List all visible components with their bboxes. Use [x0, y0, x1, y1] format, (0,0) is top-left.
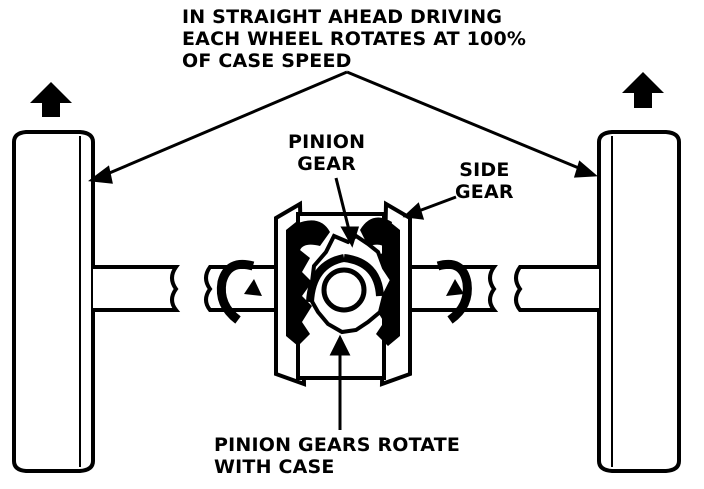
- right-wheel: [597, 130, 681, 473]
- right-forward-arrow: [622, 72, 664, 108]
- left-forward-arrow: [30, 82, 72, 117]
- right-axle-shaft: [410, 265, 599, 312]
- left-shaft-rotation-arrow: [216, 259, 262, 324]
- pinion-gear-label: PINION GEAR: [288, 131, 365, 175]
- side-gear-label-line-1: SIDE: [459, 159, 510, 181]
- caption-line-1: IN STRAIGHT AHEAD DRIVING: [182, 6, 503, 28]
- pinion-rotation-caption-line-2: WITH CASE: [214, 456, 335, 478]
- caption-line-2: EACH WHEEL ROTATES AT 100%: [182, 28, 527, 50]
- right-shaft-rotation-arrow: [436, 259, 472, 324]
- pinion-rotation-caption-line-1: PINION GEARS ROTATE: [214, 434, 461, 456]
- side-gear-label-line-2: GEAR: [455, 181, 514, 203]
- title-leader-lines: [88, 70, 598, 184]
- bottom-leader: [329, 334, 351, 430]
- pinion-rotation-caption: PINION GEARS ROTATE WITH CASE: [214, 434, 460, 478]
- left-axle-shaft: [93, 265, 274, 312]
- pinion-shaft-bore: [321, 267, 367, 313]
- pinion-gear-leader: [334, 177, 360, 248]
- caption-line-3: OF CASE SPEED: [182, 50, 352, 72]
- pinion-gear-label-line-2: GEAR: [297, 153, 356, 175]
- pinion-gear: [306, 233, 395, 335]
- main-caption: IN STRAIGHT AHEAD DRIVING EACH WHEEL ROT…: [182, 6, 526, 72]
- side-gear-leader: [402, 195, 457, 220]
- pinion-gear-label-line-1: PINION: [288, 131, 366, 153]
- left-wheel: [12, 130, 95, 473]
- side-gear-label: SIDE GEAR: [455, 159, 514, 203]
- left-side-gear: [286, 220, 330, 346]
